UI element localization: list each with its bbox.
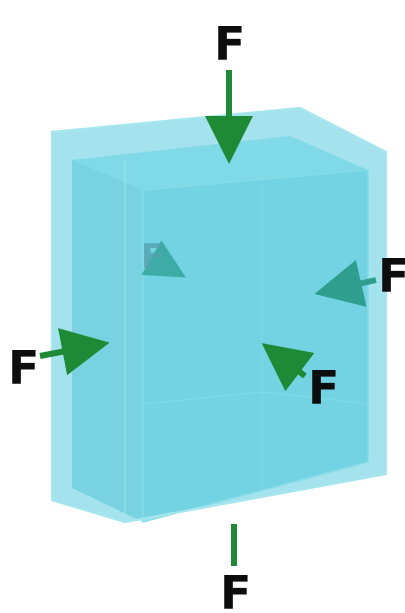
box-inner-floor-edge [261,391,369,405]
force-inner-arrow [261,343,315,392]
box-inner-floor-edge [142,391,263,405]
force-bottom-label: F [220,566,251,613]
force-back-arrow [141,240,187,278]
box-shell-outline [50,106,388,524]
force-right-arrow [314,259,377,307]
force-back: F [141,237,187,278]
force-right: F [314,249,405,307]
box-shell [50,106,388,524]
force-right-label: F [378,249,405,303]
force-left: F [8,328,110,395]
force-left-label: F [8,341,39,395]
box-shell-front [52,108,386,522]
force-bottom: F [220,524,251,613]
force-inner: F [261,343,339,415]
force-top-label: F [214,17,245,71]
force-inner-label: F [308,361,339,415]
force-left-arrow [39,328,110,376]
force-top: F [205,17,253,164]
force-back-label: F [141,237,164,277]
box-inner-right-face [142,169,369,523]
